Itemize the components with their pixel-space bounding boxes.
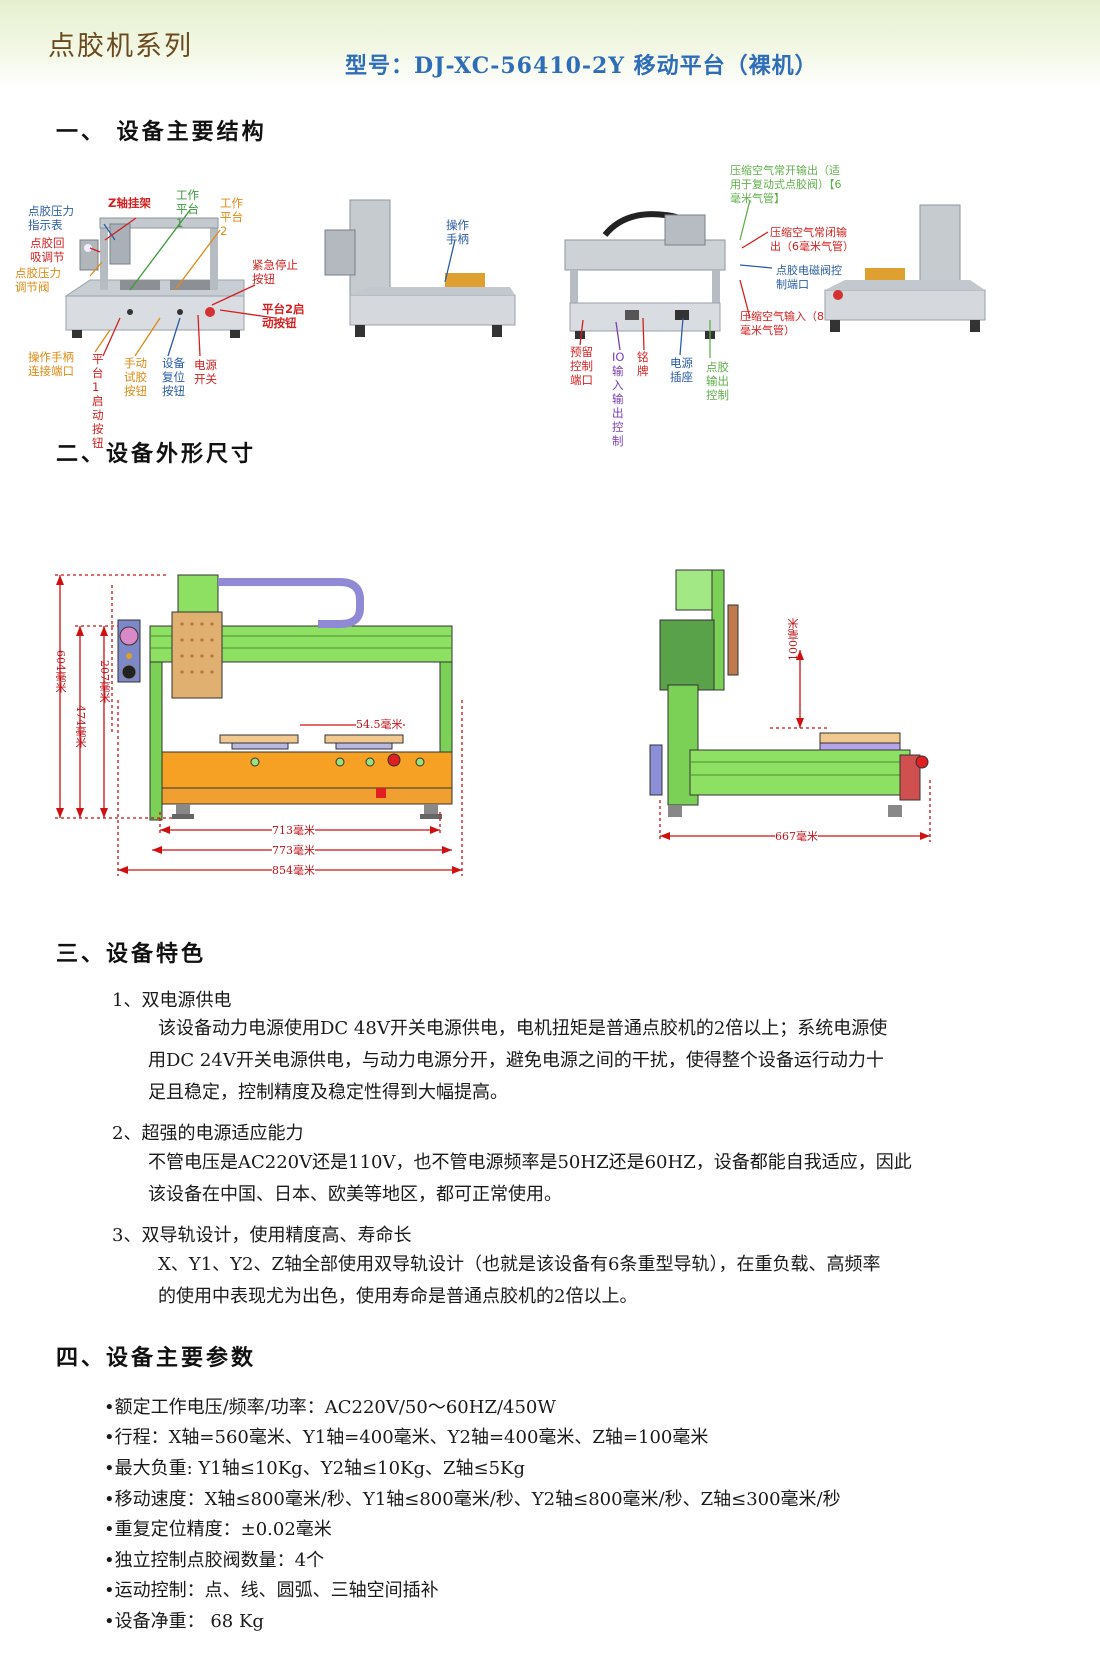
dim-height-474: 474毫米 (74, 705, 87, 748)
section-dimensions-heading: 二、设备外形尺寸 (56, 441, 257, 467)
feature-1-title: 1、双电源供电 (112, 990, 232, 1011)
label-reserved-port: 预留控制端口 (570, 345, 593, 387)
label-handle: 操作手柄 (446, 218, 469, 246)
label-power-switch: 电源开关 (194, 358, 217, 386)
dim-height-207: 207毫米 (98, 660, 111, 703)
feature-2-line-2: 该设备在中国、日本、欧美等地区，都可正常使用。 (148, 1184, 562, 1205)
spec-valve-count: •独立控制点胶阀数量：4个 (104, 1550, 325, 1571)
label-air-closed: 压缩空气常闭输出（6毫米气管） (770, 226, 854, 253)
spec-stroke: •行程：X轴=560毫米、Y1轴=400毫米、Y2轴=400毫米、Z轴=100毫… (104, 1427, 709, 1448)
label-nameplate: 铭牌 (637, 350, 649, 378)
spec-speed: •移动速度：X轴≤800毫米/秒、Y1轴≤800毫米/秒、Y2轴≤800毫米/秒… (104, 1489, 841, 1510)
label-reset: 设备复位按钮 (162, 356, 185, 398)
feature-3-line-1: X、Y1、Y2、Z轴全部使用双导轨设计（也就是该设备有6条重型导轨），在重负载、… (158, 1254, 881, 1275)
front-dimension-drawing (55, 574, 463, 876)
feature-3-line-2: 的使用中表现尤为出色，使用寿命是普通点胶机的2倍以上。 (158, 1286, 638, 1307)
spec-max-load: •最大负重: Y1轴≤10Kg、Y2轴≤10Kg、Z轴≤5Kg (104, 1458, 525, 1479)
label-pressure-gauge: 点胶压力指示表 (28, 204, 74, 232)
label-handle-port: 操作手柄连接端口 (28, 350, 74, 378)
dim-height-604: 604毫米 (54, 650, 67, 693)
dim-width-773: 773毫米 (272, 842, 315, 858)
feature-3-title: 3、双导轨设计，使用精度高、寿命长 (112, 1225, 412, 1246)
dim-height-100: 100毫米 (787, 618, 800, 661)
spec-motion-control: •运动控制：点、线、圆弧、三轴空间插补 (104, 1580, 439, 1601)
label-io-port: IO输入输出控制 (612, 350, 625, 448)
label-z-mount: Z轴挂架 (108, 196, 151, 210)
label-table2: 工作平台2 (220, 196, 243, 238)
label-solenoid-port: 点胶电磁阀控制端口 (776, 264, 842, 291)
label-table1: 工作平台1 (176, 188, 199, 230)
label-air-open: 压缩空气常开输出（适用于复动式点胶阀）【6毫米气管】 (730, 164, 842, 205)
feature-1-line-1: 该设备动力电源使用DC 48V开关电源供电，电机扭矩是普通点胶机的2倍以上；系统… (158, 1018, 888, 1039)
spec-power: •额定工作电压/频率/功率：AC220V/50～60HZ/450W (104, 1397, 556, 1418)
label-power-socket: 电源插座 (670, 356, 693, 384)
machine-side-rear-photo (824, 204, 986, 332)
label-air-in: 压缩空气输入（8毫米气管） (740, 310, 824, 337)
feature-2-line-1: 不管电压是AC220V还是110V，也不管电源频率是50HZ还是60HZ，设备都… (148, 1152, 912, 1173)
series-title: 点胶机系列 (48, 31, 193, 62)
section-specs-heading: 四、设备主要参数 (56, 1345, 257, 1371)
header-band (0, 0, 1100, 88)
side-dimension-drawing (649, 569, 931, 842)
machine-side-photo (324, 199, 516, 337)
label-dispense-out: 点胶输出控制 (706, 360, 729, 402)
section-structure-heading: 一、 设备主要结构 (56, 119, 267, 145)
label-pressure-valve: 点胶压力调节阀 (15, 266, 61, 294)
label-estop: 紧急停止按钮 (252, 258, 298, 286)
section-features-heading: 三、设备特色 (56, 941, 207, 967)
spec-repeatability: •重复定位精度：±0.02毫米 (104, 1519, 332, 1540)
label-manual-test: 手动试胶按钮 (124, 356, 147, 398)
dim-width-545: 54.5毫米 (356, 716, 403, 732)
label-table2-start: 平台2启动按钮 (262, 302, 305, 330)
label-table1-start: 平台1启动按钮 (92, 352, 104, 450)
label-leader-lines (89, 199, 773, 358)
machine-rear-photo (564, 211, 726, 339)
label-suck-back: 点胶回吸调节 (30, 236, 65, 264)
feature-1-line-2: 用DC 24V开关电源供电，与动力电源分开，避免电源之间的干扰，使得整个设备运行… (148, 1050, 884, 1071)
feature-2-title: 2、超强的电源适应能力 (112, 1123, 304, 1144)
spec-net-weight: •设备净重： 68 Kg (104, 1611, 264, 1632)
feature-1-line-3: 足且稳定，控制精度及稳定性得到大幅提高。 (148, 1082, 508, 1103)
model-title: 型号：DJ-XC-56410-2Y 移动平台（裸机） (345, 53, 818, 79)
machine-front-photo (64, 217, 245, 338)
dim-width-667: 667毫米 (775, 828, 818, 844)
dim-width-713: 713毫米 (272, 822, 315, 838)
dim-width-854: 854毫米 (272, 862, 315, 878)
